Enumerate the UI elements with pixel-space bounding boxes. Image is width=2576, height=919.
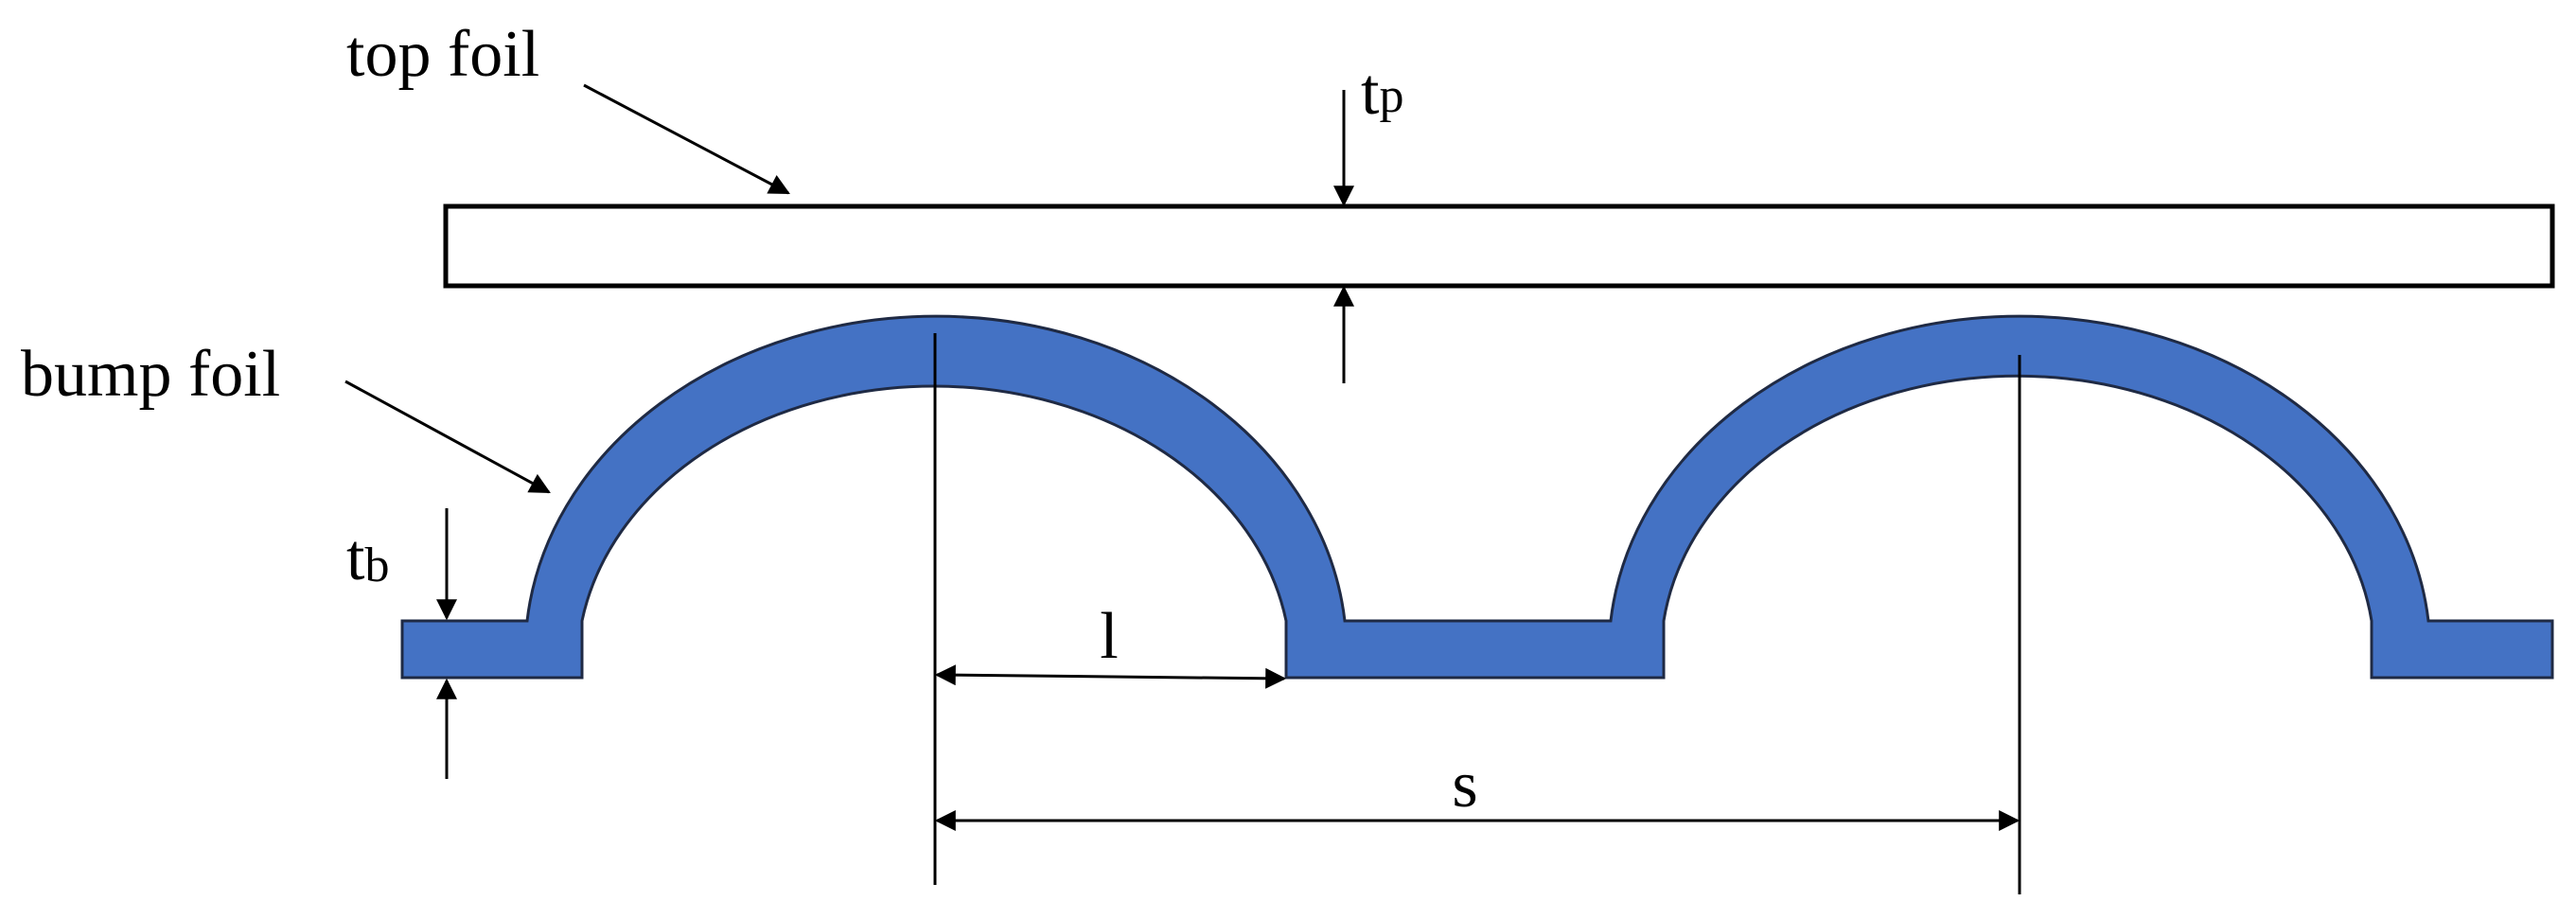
bump-foil-leader [344,380,551,494]
top-foil [443,203,2555,289]
tb-label: tb [346,521,389,594]
s-label: s [1452,749,1477,822]
bump-foil [400,314,2554,680]
bump-foil-label: bump foil [21,338,280,411]
top-foil-leader [583,83,790,195]
tp-label: tp [1361,56,1403,129]
l-dimension-arrow [934,664,1287,689]
top-foil-label: top foil [346,18,539,91]
l-label: l [1100,600,1118,673]
